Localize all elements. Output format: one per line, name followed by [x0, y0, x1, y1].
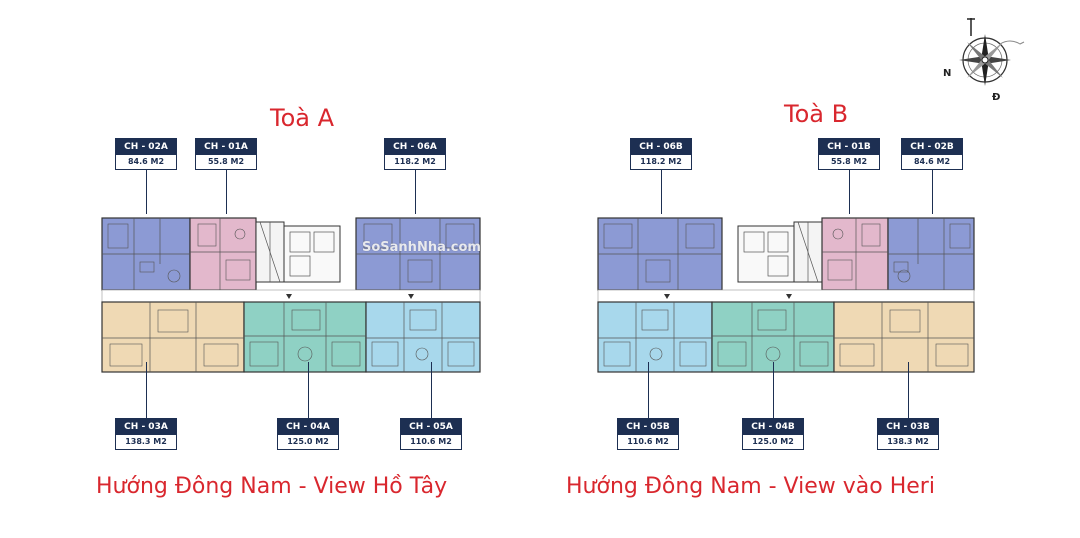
- unit-tag-ch-04b: CH - 04B 125.0 M2: [742, 418, 804, 450]
- leader-line: [648, 362, 649, 418]
- unit-area: 125.0 M2: [287, 437, 329, 446]
- unit-tag-ch-03a: CH - 03A 138.3 M2: [115, 418, 177, 450]
- leader-line: [661, 170, 662, 228]
- compass-east-label: Đ: [992, 92, 1001, 103]
- leader-line: [773, 362, 774, 418]
- unit-area: 125.0 M2: [752, 437, 794, 446]
- unit-tag-ch-06b: CH - 06B 118.2 M2: [630, 138, 692, 170]
- unit-tag-ch-01a: CH - 01A 55.8 M2: [195, 138, 257, 170]
- unit-tag-ch-05b: CH - 05B 110.6 M2: [617, 418, 679, 450]
- unit-area: 138.3 M2: [125, 437, 167, 446]
- unit-ch-03a: [101, 301, 245, 373]
- unit-area: 118.2 M2: [640, 157, 682, 166]
- compass-north-label: N: [943, 68, 952, 79]
- watermark: SoSanhNha.com: [362, 240, 481, 255]
- unit-code: CH - 02B: [902, 139, 962, 155]
- unit-area: 110.6 M2: [627, 437, 669, 446]
- unit-area: 55.8 M2: [830, 157, 868, 166]
- unit-code: CH - 05B: [618, 419, 678, 435]
- leader-line: [932, 170, 933, 228]
- tower-b-title: Toà B: [784, 100, 849, 128]
- leader-line: [908, 362, 909, 418]
- floor-plan-tower-b: [594, 214, 978, 376]
- unit-area: 118.2 M2: [394, 157, 436, 166]
- unit-code: CH - 04B: [743, 419, 803, 435]
- unit-area: 84.6 M2: [127, 157, 165, 166]
- unit-ch-04a: [243, 301, 367, 373]
- unit-ch-05b: [597, 301, 713, 373]
- unit-area: 55.8 M2: [207, 157, 245, 166]
- floor-plan-tower-a: [100, 214, 484, 376]
- unit-ch-05a: [365, 301, 481, 373]
- compass: N Đ: [940, 14, 1030, 104]
- unit-code: CH - 03B: [878, 419, 938, 435]
- unit-ch-01b: [821, 217, 889, 291]
- unit-ch-03b: [833, 301, 975, 373]
- unit-tag-ch-01b: CH - 01B 55.8 M2: [818, 138, 880, 170]
- leader-line: [146, 362, 147, 418]
- unit-tag-ch-06a: CH - 06A 118.2 M2: [384, 138, 446, 170]
- unit-tag-ch-02b: CH - 02B 84.6 M2: [901, 138, 963, 170]
- tower-b-view: Hướng Đông Nam - View vào Heri: [566, 474, 935, 499]
- unit-tag-ch-04a: CH - 04A 125.0 M2: [277, 418, 339, 450]
- core-elevators: [737, 225, 795, 283]
- corridor: [101, 289, 481, 303]
- unit-ch-01a: [189, 217, 257, 291]
- leader-line: [146, 170, 147, 228]
- unit-tag-ch-02a: CH - 02A 84.6 M2: [115, 138, 177, 170]
- leader-line: [226, 170, 227, 228]
- unit-code: CH - 02A: [116, 139, 176, 155]
- unit-tag-ch-05a: CH - 05A 110.6 M2: [400, 418, 462, 450]
- tower-a-title: Toà A: [270, 104, 335, 132]
- core-elevators: [283, 225, 341, 283]
- unit-code: CH - 01B: [819, 139, 879, 155]
- corridor: [597, 289, 975, 303]
- unit-area: 110.6 M2: [410, 437, 452, 446]
- unit-ch-04b: [711, 301, 835, 373]
- leader-line: [431, 362, 432, 418]
- unit-area: 138.3 M2: [887, 437, 929, 446]
- unit-area: 84.6 M2: [913, 157, 951, 166]
- tower-a-view: Hướng Đông Nam - View Hồ Tây: [96, 474, 448, 499]
- leader-line: [308, 362, 309, 418]
- unit-tag-ch-03b: CH - 03B 138.3 M2: [877, 418, 939, 450]
- unit-code: CH - 01A: [196, 139, 256, 155]
- compass-rose-icon: [959, 18, 1025, 86]
- leader-line: [415, 170, 416, 228]
- unit-code: CH - 05A: [401, 419, 461, 435]
- unit-code: CH - 06A: [385, 139, 445, 155]
- unit-code: CH - 04A: [278, 419, 338, 435]
- leader-line: [849, 170, 850, 228]
- unit-code: CH - 06B: [631, 139, 691, 155]
- unit-code: CH - 03A: [116, 419, 176, 435]
